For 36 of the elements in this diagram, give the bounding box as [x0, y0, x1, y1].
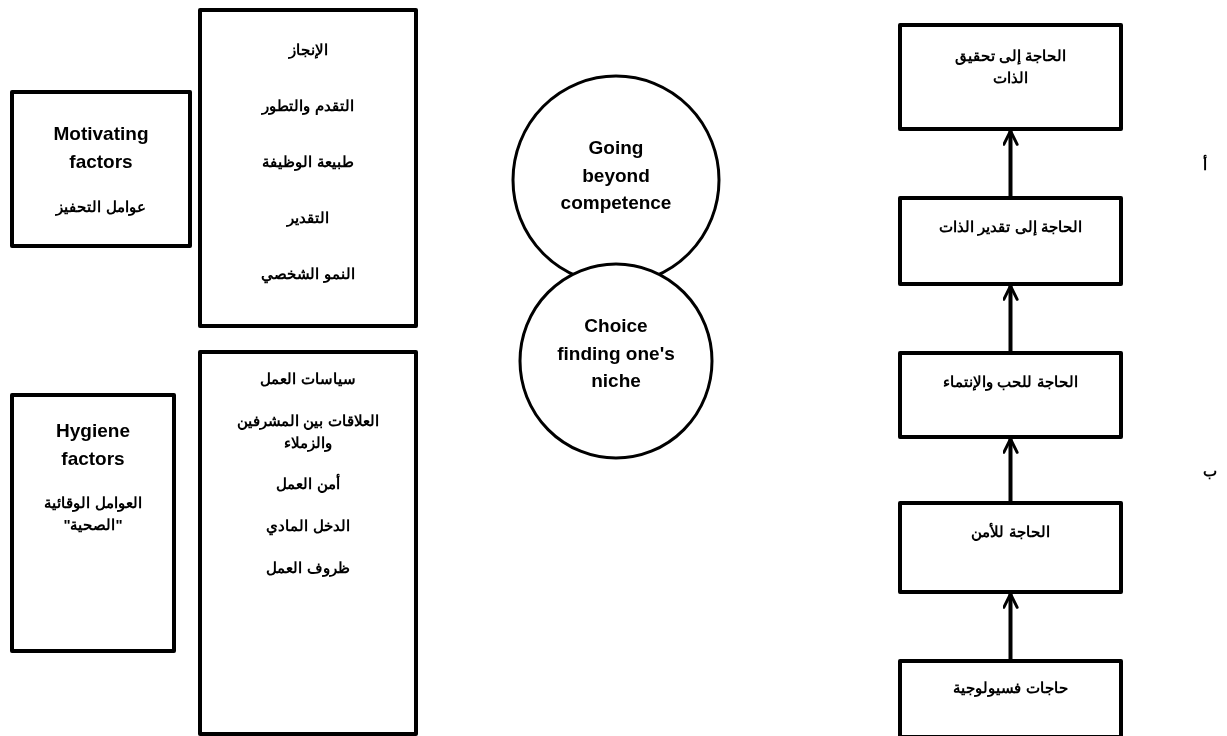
node-text: التقدم والتطور	[262, 96, 354, 117]
node-text: الدخل المادي	[266, 516, 350, 537]
node-text: العوامل الوقائية "الصحية"	[43, 493, 143, 535]
node-text: العلاقات بين المشرفين والزملاء	[236, 410, 380, 454]
process-box	[898, 659, 1123, 736]
arrow	[1002, 592, 1019, 659]
node-text: طبيعة الوظيفة	[262, 152, 354, 173]
process-box	[898, 23, 1123, 131]
node-text: حاجات فسيولوجية	[953, 678, 1068, 699]
node-text: الحاجة للأمن	[971, 521, 1050, 543]
node-text: الحاجة للحب والإنتماء	[943, 372, 1078, 393]
node-text: الحاجة إلى تقدير الذات	[939, 217, 1082, 238]
node-text: ظروف العمل	[266, 557, 350, 579]
process-box	[898, 196, 1123, 286]
node-text: الإنجاز	[288, 40, 328, 61]
arrow	[1002, 437, 1019, 501]
node-text: Hygiene factors	[55, 419, 131, 471]
process-box	[898, 501, 1123, 594]
node-text: Choice finding one's niche	[556, 314, 676, 394]
node-text: أمن العمل	[276, 473, 340, 495]
node-text: التقدير	[287, 208, 329, 229]
node-text: النمو الشخصي	[261, 264, 355, 285]
list-box	[10, 393, 176, 653]
node-text: عوامل التحفيز	[56, 196, 146, 218]
node-text: Motivating factors	[52, 122, 150, 174]
node-text: Going beyond competence	[559, 136, 673, 216]
arrow	[1002, 129, 1019, 196]
side-label: أ	[1203, 156, 1207, 174]
node-text: الحاجة إلى تحقيق الذات	[953, 46, 1068, 88]
process-box	[898, 351, 1123, 439]
side-label: ب	[1203, 462, 1217, 480]
node-text: سياسات العمل	[260, 369, 356, 389]
list-box	[198, 8, 418, 328]
arrow	[1002, 284, 1019, 351]
list-box	[10, 90, 192, 248]
list-box	[198, 350, 418, 736]
